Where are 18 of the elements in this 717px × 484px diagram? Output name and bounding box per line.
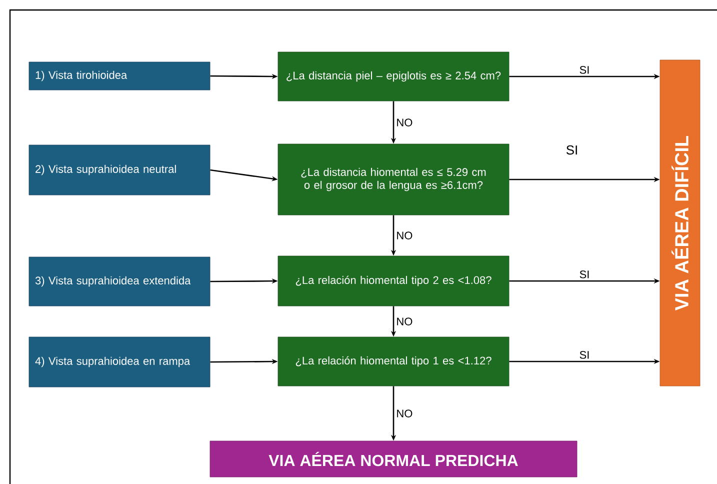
- question-box: ¿La distancia hiomental es ≤ 5.29 cm o el grosor de la lengua es ≥6.1cm?: [278, 144, 510, 216]
- result-box: VIA AÉREA NORMAL PREDICHA: [210, 440, 578, 478]
- input-box: 3) Vista suprahioidea extendida: [28, 256, 210, 306]
- question-box: ¿La distancia piel – epiglotis es ≥ 2.54 cm?: [278, 52, 510, 102]
- edge-label: NO: [394, 408, 414, 419]
- edge-label: NO: [394, 316, 414, 327]
- question-box: ¿La relación hiomental tipo 2 es <1.08?: [278, 256, 510, 306]
- edge-label: SI: [578, 269, 592, 280]
- edge-label: SI: [578, 350, 592, 360]
- input-box: 4) Vista suprahioidea en rampa: [28, 336, 210, 388]
- edge-label: NO: [394, 117, 414, 128]
- floating-label: SI: [566, 145, 577, 155]
- edge-label: NO: [394, 230, 414, 241]
- question-box: ¿La relación hiomental tipo 1 es <1.12?: [278, 336, 510, 386]
- input-box: 1) Vista tirohioidea: [28, 62, 210, 90]
- input-box: 2) Vista suprahioidea neutral: [28, 144, 210, 196]
- result-bar: VIA AÉREA DIFÍCIL: [660, 60, 700, 386]
- edge-label: SI: [578, 64, 592, 76]
